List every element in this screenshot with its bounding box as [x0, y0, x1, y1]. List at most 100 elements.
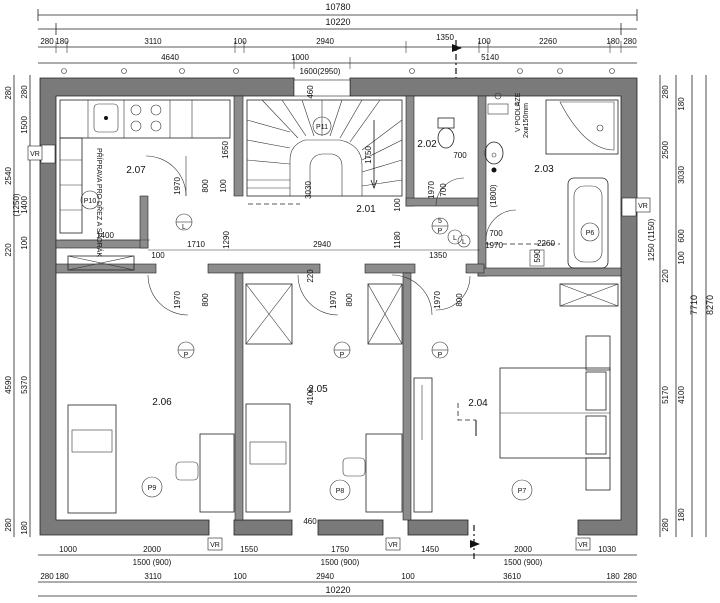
dim-bot2-100-a: 100 — [233, 572, 247, 581]
dim-top-1000: 1000 — [291, 53, 309, 62]
annotations: PŘÍPRAVA PRO DŘEZ A SPORÁK V PODLAZE 2xø… — [95, 92, 530, 257]
room-205-label: 2.05 — [308, 384, 328, 395]
idim-1970-a: 1970 — [173, 177, 182, 195]
door-mark-6: P — [340, 352, 345, 359]
dim-bot-1000: 1000 — [59, 545, 77, 554]
idim-1400: 1400 — [96, 231, 114, 240]
idim-460-top: 460 — [306, 85, 315, 99]
dim-right2-3030: 3030 — [677, 166, 686, 184]
door-mark-2: L — [453, 235, 457, 242]
dim-left3-1250: (1250) — [12, 193, 21, 216]
dim-left-2540: 2540 — [4, 167, 13, 185]
dim-top-280-b: 280 — [623, 37, 637, 46]
vr-2: VR — [638, 203, 648, 210]
idim-2260: 2260 — [537, 239, 555, 248]
vr-markers: VR VR VR VR VR — [27, 145, 651, 551]
dim-bot-1550: 1550 — [240, 545, 258, 554]
dim-bot2-280-a: 280 — [40, 572, 54, 581]
door-num-1: 5 — [438, 218, 442, 225]
idim-1970-c: 1970 — [329, 291, 338, 309]
dim-left-280-a: 280 — [4, 86, 13, 100]
dim-right-inner: 7710 — [689, 295, 699, 315]
vr-3: VR — [210, 542, 220, 549]
dim-top-100-a: 100 — [233, 37, 247, 46]
idim-1750: 1750 — [364, 146, 373, 164]
dim-right2-100: 100 — [677, 251, 686, 265]
idim-590: 590 — [533, 249, 542, 263]
dim-bot2-180-a: 180 — [55, 572, 69, 581]
idim-800-a: 800 — [201, 179, 210, 193]
idim-1650: 1650 — [221, 141, 230, 159]
dim-right-2500: 2500 — [661, 141, 670, 159]
dim-top-total: 10780 — [325, 2, 350, 12]
idim-2940: 2940 — [313, 240, 331, 249]
dim-right2-180-b: 180 — [677, 508, 686, 522]
dim-top-inner: 10220 — [325, 17, 350, 27]
bath-note-1: V PODLAZE — [515, 92, 522, 132]
room-204-label: 2.04 — [468, 398, 488, 409]
dim-bot2-100-b: 100 — [401, 572, 415, 581]
dim-bot-1030: 1030 — [598, 545, 616, 554]
room-203-label: 2.03 — [534, 164, 554, 175]
dim-right2-600: 600 — [677, 229, 686, 243]
dim-bot-inner: 10220 — [325, 585, 350, 595]
room-201-label: 2.01 — [356, 204, 376, 215]
dim-right-5170: 5170 — [661, 386, 670, 404]
idim-100-g: 100 — [393, 198, 402, 212]
vr-5: VR — [578, 542, 588, 549]
dim-right2-4100: 4100 — [677, 386, 686, 404]
dim-right3-1250: 1250 (1150) — [647, 218, 656, 261]
dim-left2-1500: 1500 — [20, 116, 29, 134]
idim-3030: 3030 — [304, 181, 313, 199]
bedroom-206-furniture — [67, 255, 235, 514]
dim-bot2-2940: 2940 — [316, 572, 334, 581]
staircase — [246, 99, 403, 205]
dim-top-180-a: 180 — [55, 37, 69, 46]
dim-top-180-b: 180 — [606, 37, 620, 46]
dim-bot2-280-b: 280 — [623, 572, 637, 581]
idim-460: 460 — [303, 517, 317, 526]
kitchen-counter — [59, 99, 231, 234]
dim-bot-2000-a: 2000 — [143, 545, 161, 554]
vr-4: VR — [388, 542, 398, 549]
dim-right-220: 220 — [661, 269, 670, 283]
dim-left-4590: 4590 — [4, 376, 13, 394]
dim-left2-180: 180 — [20, 521, 29, 535]
dim-top-5140: 5140 — [481, 53, 499, 62]
room-206-label: 2.06 — [152, 397, 172, 408]
dim-top-2940: 2940 — [316, 37, 334, 46]
interior-walls — [55, 95, 622, 521]
dim-right2-180-a: 180 — [677, 97, 686, 111]
room-labels: 2.07 2.01 2.02 2.03 2.04 2.05 2.06 — [126, 139, 554, 409]
dim-top-4640: 4640 — [161, 53, 179, 62]
bottom-dimensions: 1000 2000 1550 1750 1450 2000 1030 1500 … — [38, 525, 637, 597]
bedroom-204-furniture — [413, 283, 619, 513]
door-mark-5: P — [184, 352, 189, 359]
dim-bot-1500-b: 1500 (900) — [321, 558, 360, 567]
dim-left-220: 220 — [4, 243, 13, 257]
door-mark-3: P — [438, 228, 443, 235]
dim-right-280-a: 280 — [661, 85, 670, 99]
idim-100-e: 100 — [219, 179, 228, 193]
idim-700-c: 700 — [489, 229, 503, 238]
bath-note-2: 2xø150mm — [523, 103, 530, 138]
idim-1970-e: 1970 — [427, 181, 436, 199]
dim-left2-5370: 5370 — [20, 376, 29, 394]
left-dimensions: 280 2540 220 4590 280 280 1500 1400 100 … — [4, 75, 31, 537]
dim-left2-280: 280 — [20, 85, 29, 99]
dim-top-1600: 1600(2950) — [300, 67, 341, 76]
tag-p10: P10 — [84, 198, 97, 205]
dim-top-280-a: 280 — [40, 37, 54, 46]
right-dimensions: 8270 7710 280 2500 220 5170 280 180 3030… — [647, 75, 715, 537]
dim-left2-100: 100 — [20, 236, 29, 250]
idim-1970-f: 1970 — [485, 241, 503, 250]
dim-bot-1750: 1750 — [331, 545, 349, 554]
exterior-walls — [39, 77, 638, 536]
idim-800-c: 800 — [345, 293, 354, 307]
dim-top-3110: 3110 — [144, 37, 162, 46]
idim-1180: 1180 — [393, 231, 402, 249]
dim-left2-1400: 1400 — [20, 196, 29, 214]
dim-bot-1500-c: 1500 (900) — [504, 558, 543, 567]
dim-bot2-180-b: 180 — [606, 572, 620, 581]
